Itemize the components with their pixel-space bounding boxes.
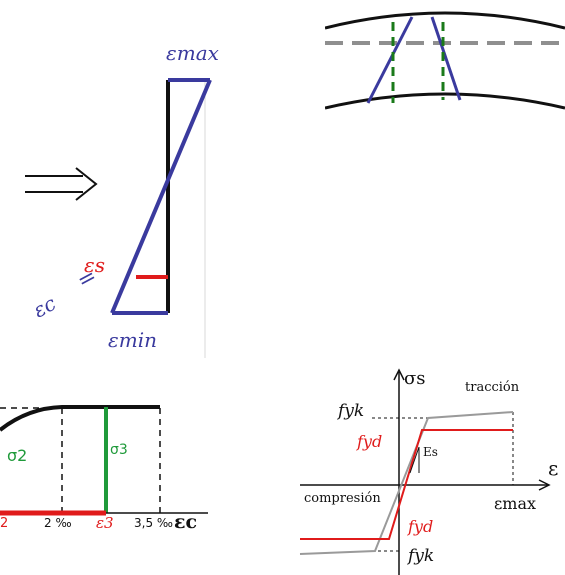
strain-line-left [366, 16, 414, 104]
strain-diagonal [110, 79, 212, 314]
eps-c-label: εc [29, 291, 60, 322]
fyd-top-label: fyd [356, 432, 382, 451]
double-right-arrow-icon [25, 167, 98, 201]
modulus-label: Es [423, 445, 438, 459]
eps-max-steel-label: εmax [494, 494, 536, 513]
strain-diagram: εmax εs = εc εmin [25, 41, 219, 358]
eps-max-label: εmax [166, 41, 219, 65]
steel-stress-strain-diagram: σs tracción fyk fyd Es ε compresión εmax… [299, 368, 558, 575]
beam-section-diagram [325, 11, 565, 110]
sigma-s-label: σs [404, 368, 426, 389]
stress-axis-arrow-icon [393, 368, 405, 381]
eps-c-axis-label: εc [174, 511, 197, 533]
edge-label: 2 [0, 516, 8, 531]
compresion-label: compresión [304, 491, 381, 506]
tick-35-label: 3,5 ‰ [134, 516, 173, 530]
strain-axis-arrow-icon [538, 479, 551, 491]
eps3-label: ε3 [96, 514, 114, 532]
eps-s-label: εs [84, 253, 105, 277]
eps-axis-label: ε [548, 456, 558, 480]
eps-min-label: εmin [108, 328, 157, 352]
characteristic-curve [299, 411, 514, 555]
fyk-top-label: fyk [336, 401, 364, 421]
strain-line-right [430, 16, 462, 101]
beam-bottom-edge [325, 92, 565, 110]
fyd-bottom-label: fyd [407, 517, 433, 536]
sigma2-label: σ2 [7, 446, 27, 465]
parabola-curve [0, 405, 160, 432]
parabola-rectangle-diagram: σ2 σ3 2 2 ‰ ε3 3,5 ‰ εc [0, 405, 208, 533]
sigma3-label: σ3 [110, 442, 128, 458]
tick-2-label: 2 ‰ [44, 516, 72, 530]
fyk-bottom-label: fyk [406, 546, 434, 566]
traccion-label: tracción [465, 380, 520, 395]
beam-top-edge [325, 11, 565, 30]
design-curve [300, 429, 513, 540]
modulus-triangle [409, 446, 420, 474]
